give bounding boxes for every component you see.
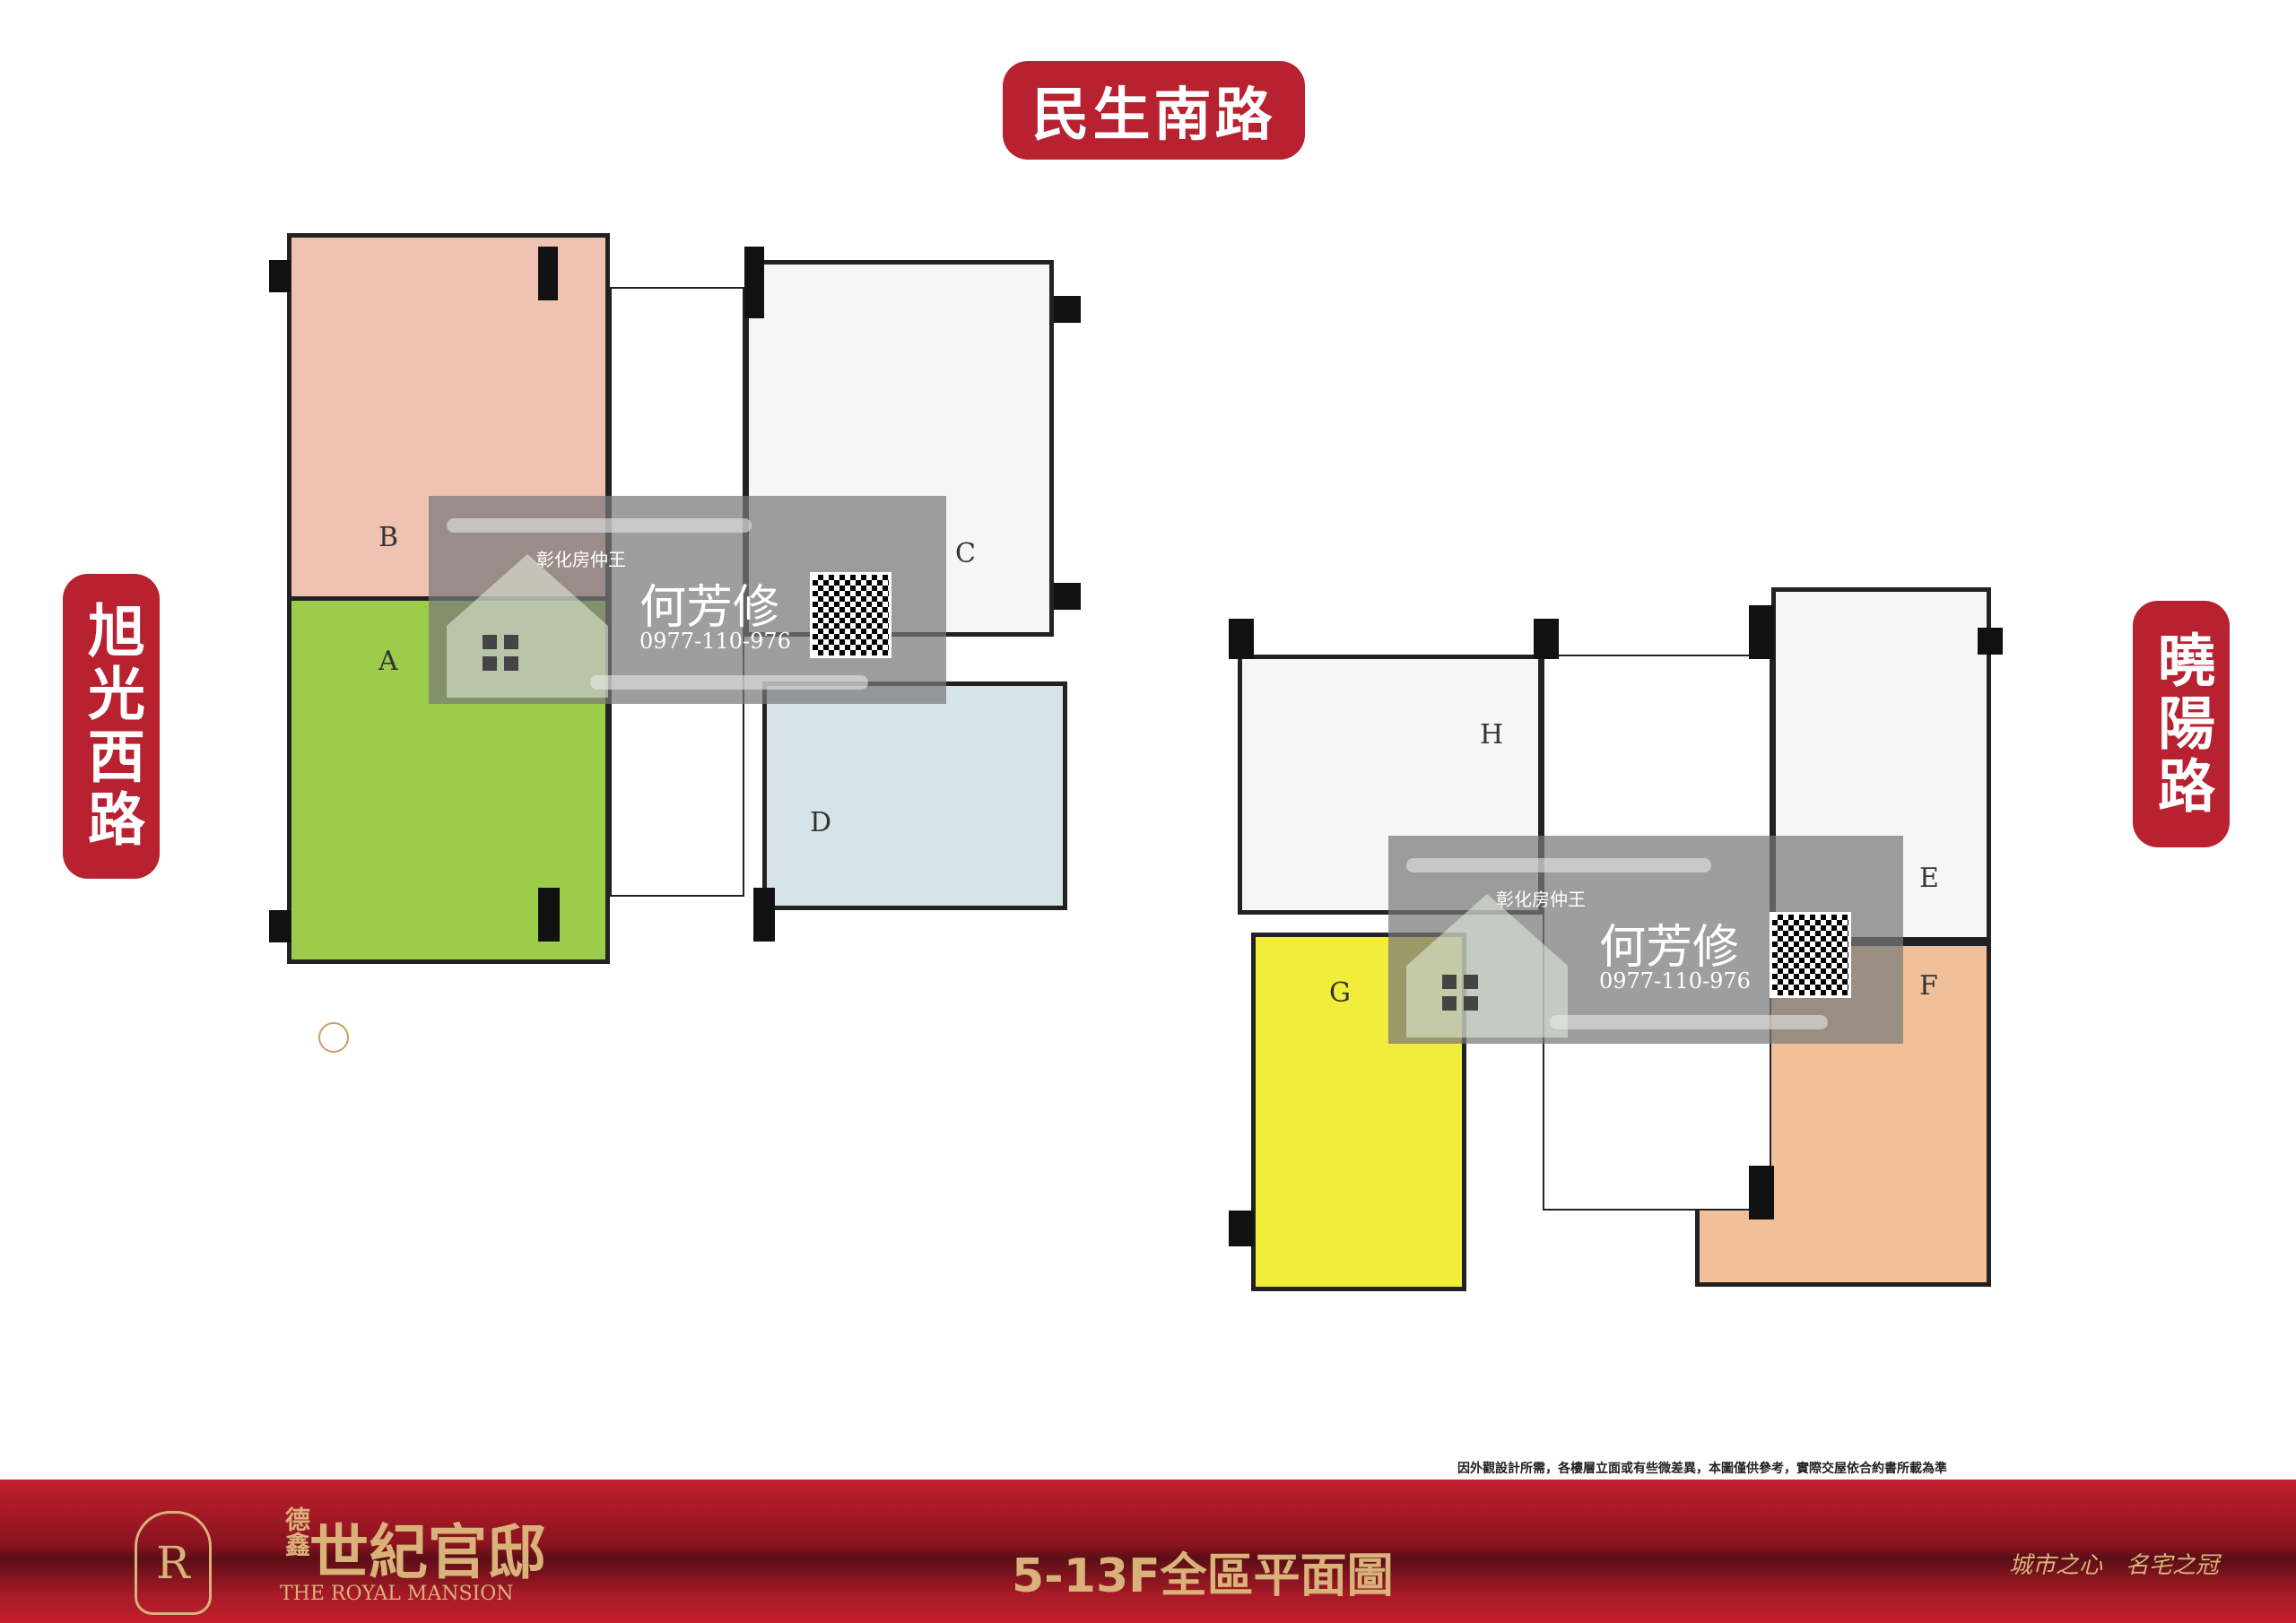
unit-label-c: C <box>955 538 976 569</box>
column <box>1229 619 1254 659</box>
agent-watermark: 彰化房仲王 何芳修 0977-110-976 <box>429 496 946 704</box>
column <box>1978 628 2003 655</box>
column <box>753 888 775 942</box>
column <box>269 910 291 942</box>
column <box>744 247 764 318</box>
road-label-left: 旭光西路 <box>63 574 160 879</box>
unit-label-g: G <box>1329 977 1351 1009</box>
qr-code-icon <box>810 572 891 658</box>
qr-code-icon <box>1770 912 1851 998</box>
unit-label-f: F <box>1919 970 1938 1002</box>
compass-icon <box>318 1022 349 1053</box>
unit-label-e: E <box>1919 863 1939 894</box>
unit-d-area <box>762 681 1067 910</box>
watermark-brand: 彰化房仲王 <box>536 549 626 570</box>
watermark-name: 何芳修 <box>639 581 780 635</box>
house-icon <box>447 554 608 698</box>
unit-label-d: D <box>810 807 832 838</box>
logo-small: 德鑫 <box>282 1506 311 1557</box>
watermark-phone: 0977-110-976 <box>639 629 791 654</box>
column <box>1229 1211 1254 1246</box>
watermark-name: 何芳修 <box>1599 921 1740 975</box>
column <box>269 260 291 292</box>
agent-watermark: 彰化房仲王 何芳修 0977-110-976 <box>1388 836 1903 1044</box>
column <box>1534 619 1559 659</box>
column <box>1054 296 1081 323</box>
crown-logo-icon: R <box>135 1511 212 1615</box>
road-label-right: 曉陽路 <box>2133 601 2230 847</box>
house-icon <box>1406 894 1568 1037</box>
disclaimer: 因外觀設計所需，各樓層立面或有些微差異，本圖僅供參考，實際交屋依合約書所載為準 <box>1457 1462 1947 1476</box>
unit-label-a: A <box>378 646 398 677</box>
logo-english: THE ROYAL MANSION <box>280 1583 514 1605</box>
logo-main: 世紀官邸 <box>309 1518 546 1587</box>
watermark-phone: 0977-110-976 <box>1599 968 1751 994</box>
footer-band: R 德鑫 世紀官邸 THE ROYAL MANSION 5-13F全區平面圖 城… <box>0 1480 2296 1623</box>
column <box>1749 605 1774 659</box>
road-label-top: 民生南路 <box>1003 61 1305 160</box>
unit-label-h: H <box>1480 719 1504 751</box>
column <box>1054 583 1081 610</box>
slogan: 城市之心 名宅之冠 <box>2009 1552 2220 1579</box>
column <box>1749 1166 1774 1219</box>
watermark-brand: 彰化房仲王 <box>1496 889 1586 910</box>
unit-label-b: B <box>378 522 399 553</box>
column <box>538 888 560 942</box>
column <box>538 247 558 300</box>
page-title: 5-13F全區平面圖 <box>1012 1549 1394 1603</box>
